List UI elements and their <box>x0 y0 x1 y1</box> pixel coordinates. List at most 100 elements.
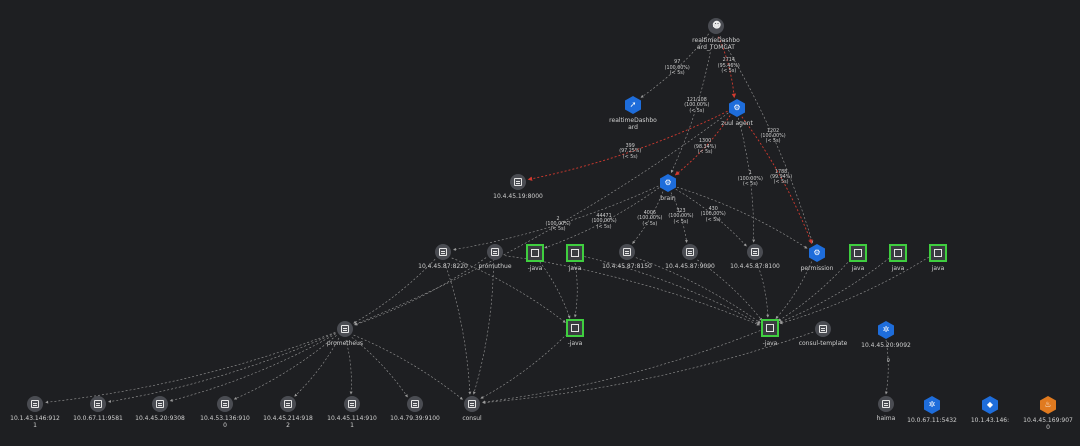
edge-label: 1300 (98.34%) (< 5s) <box>694 139 717 155</box>
node-n9090[interactable]: 10.4.45.87:9090 <box>630 244 750 270</box>
edge-zuul-n19 <box>527 110 728 181</box>
edge-n8100-javaB <box>756 262 770 318</box>
edge-n9090-javaB <box>697 259 763 321</box>
edge-java2-javaA <box>573 262 578 318</box>
node-label: 10.1.43.146: <box>970 417 1010 424</box>
node-n8150[interactable]: 10.4.45.87:8150 <box>567 244 687 270</box>
node-label: permission <box>800 265 834 272</box>
edge-tomcat-permission <box>719 35 814 244</box>
edge-n8220-consul <box>444 262 472 395</box>
edge-prometheus-b6 <box>345 339 353 395</box>
node-label: 10.1.43.146:912 1 <box>10 415 60 429</box>
node-label: 10.4.45.87:8220 <box>418 263 468 270</box>
node-label: prometheus <box>326 340 364 347</box>
edge-label: 2714 (95.46%) (< 5s) <box>717 58 740 75</box>
node-label: 10.4.45.87:8150 <box>602 263 652 270</box>
node-b2[interactable]: 10.0.67.11:9581 <box>38 396 158 422</box>
node-b4[interactable]: 10.4.53.136:910 0 <box>165 396 285 429</box>
edge-prometheus-b1 <box>45 332 336 404</box>
node-promuthue[interactable]: promuthue <box>435 244 555 270</box>
node-java3[interactable]: java <box>798 244 918 272</box>
service-icon <box>510 174 526 190</box>
service-icon <box>407 396 423 412</box>
node-label: 10.4.45.20:9308 <box>135 415 185 422</box>
node-b1[interactable]: 10.1.43.146:912 1 <box>0 396 95 429</box>
node-b7[interactable]: 10.4.79.39:9100 <box>355 396 475 422</box>
edge-prometheus-b2 <box>108 332 336 403</box>
edge-java3-javaB <box>777 259 851 322</box>
gear-icon: ⚙ <box>729 99 745 117</box>
service-icon <box>464 396 480 412</box>
edge-n9092-haima <box>884 339 889 395</box>
edge-label: 399 (97.25%) (< 5s) <box>619 143 642 160</box>
edge-javaB-consul <box>482 330 761 404</box>
node-consul[interactable]: consul <box>412 396 532 422</box>
node-b5[interactable]: 10.4.45.214:918 2 <box>228 396 348 429</box>
node-n8100[interactable]: 10.4.45.87:8100 <box>695 244 815 270</box>
node-b3[interactable]: 10.4.45.20:9308 <box>100 396 220 422</box>
edge-n8150-javaB <box>635 257 761 324</box>
java-service-icon <box>526 244 544 262</box>
node-label: java <box>891 265 905 272</box>
node-n8220[interactable]: 10.4.45.87:8220 <box>383 244 503 270</box>
node-label: 10.4.53.136:910 0 <box>200 415 250 429</box>
edge-zuul-brain <box>674 115 731 176</box>
service-icon <box>747 244 763 260</box>
service-icon <box>344 396 360 412</box>
edge-java4-javaB <box>779 257 890 323</box>
cube-icon: ◆ <box>982 396 998 414</box>
edge-consultpl-consul <box>482 331 814 404</box>
node-javaA[interactable]: -java <box>515 319 635 347</box>
gear-icon: ⚙ <box>809 244 825 262</box>
edge-promuthue-prometheus <box>354 257 487 326</box>
node-n9092[interactable]: ✲10.4.45.20:9092 <box>826 321 946 349</box>
node-label: 10.4.45.87:8100 <box>730 263 780 270</box>
edge-permission-javaB <box>775 261 812 320</box>
node-zuul[interactable]: ⚙zuul agent <box>677 99 797 127</box>
edge-label: 4006 (100.00%) (< 5s) <box>637 210 663 227</box>
edge-label: 1 (100.00%) (< 5s) <box>737 171 763 188</box>
edge-brain-permission <box>676 186 808 249</box>
node-haima[interactable]: haima <box>826 396 946 422</box>
node-java2[interactable]: java <box>515 244 635 272</box>
node-label: java <box>851 265 865 272</box>
service-icon <box>815 321 831 337</box>
edge-promuthue-consul <box>472 262 494 395</box>
service-icon <box>90 396 106 412</box>
node-label: haima <box>876 415 896 422</box>
node-label: 10.4.45.214:918 2 <box>263 415 313 429</box>
node-n5432[interactable]: ✲10.0.67.11:5432 <box>872 396 992 424</box>
edge-tomcat-rtd <box>640 33 709 98</box>
node-permission[interactable]: ⚙ permission <box>757 244 877 272</box>
node-tomcat[interactable]: ☻realtimeDashbo ard_TOMCAT <box>656 18 776 51</box>
java-service-icon <box>761 319 779 337</box>
node-label: 10.0.67.11:9581 <box>73 415 123 422</box>
edge-label: 1202 (100.00%) (< 5s) <box>760 128 786 145</box>
node-rtd[interactable]: ➚realtimeDashbo ard <box>573 96 693 131</box>
node-brain[interactable]: ⚙brain <box>608 174 728 202</box>
node-label: java <box>931 265 945 272</box>
edge-java1-javaA <box>539 261 571 319</box>
node-label: 10.4.79.39:9100 <box>390 415 440 422</box>
node-java5[interactable]: java <box>878 244 998 272</box>
node-n146[interactable]: ◆ 10.1.43.146: <box>930 396 1050 424</box>
node-java1[interactable]: -java <box>475 244 595 272</box>
node-n19[interactable]: 10.4.45.19:8000 <box>458 174 578 200</box>
kafka-icon: ✲ <box>878 321 894 339</box>
node-label: 10.4.45.87:9090 <box>665 263 715 270</box>
node-java4[interactable]: java <box>838 244 958 272</box>
node-label: java <box>568 265 582 272</box>
node-label: -java <box>527 265 543 272</box>
node-label: 10.4.45.19:8000 <box>493 193 543 200</box>
edge-brain-java1 <box>544 187 660 249</box>
node-consultpl[interactable]: consul-template <box>763 321 883 347</box>
edge-zuul-permission <box>741 116 813 245</box>
edge-prometheus-b3 <box>169 333 336 402</box>
node-b6[interactable]: 10.4.45.114:910 1 <box>292 396 412 429</box>
node-prometheus[interactable]: prometheus <box>285 321 405 347</box>
flame-icon: ♨ <box>1040 396 1056 414</box>
edge-label: 44471 (100.00%) (< 5s) <box>591 213 617 230</box>
node-javaB[interactable]: -java <box>710 319 830 347</box>
node-n907[interactable]: ♨10.4.45.169:907 0 <box>988 396 1080 431</box>
